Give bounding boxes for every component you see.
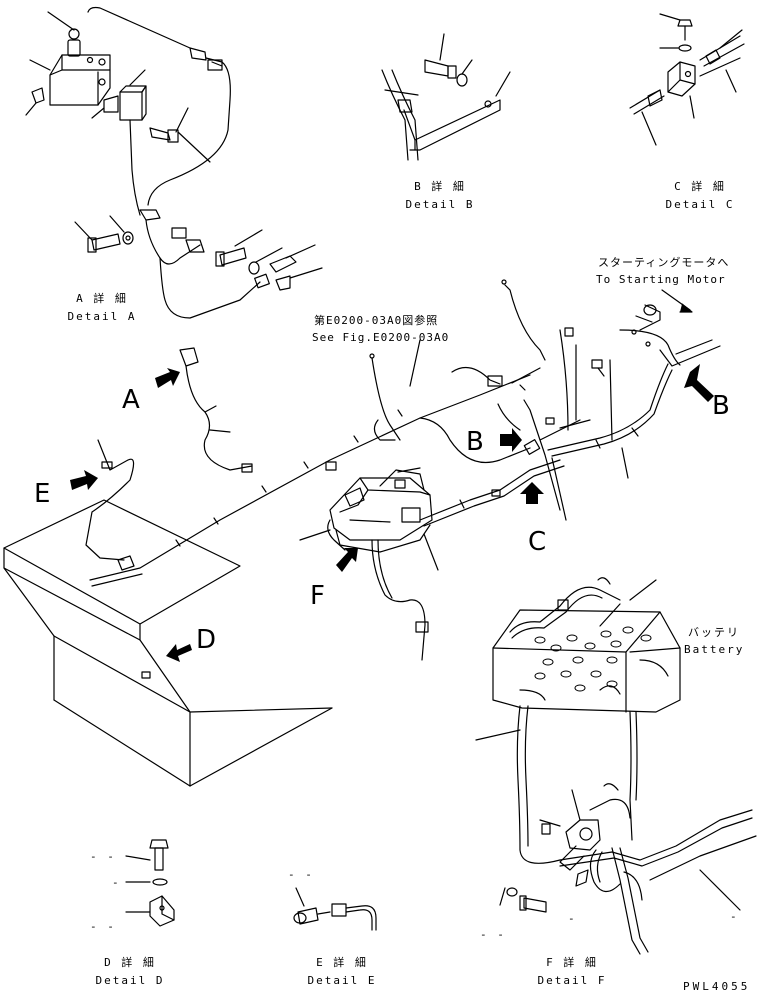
see-fig-label-en: See Fig.E0200-03A0 <box>312 331 450 344</box>
detail-e-label-jp: E 詳 細 <box>316 956 368 969</box>
detail-d-label-jp: D 詳 細 <box>104 956 156 969</box>
view-letter-d: D <box>196 625 217 655</box>
connectors <box>325 279 651 497</box>
dash-mark-f2: - <box>568 912 577 925</box>
view-arrow-d <box>166 644 192 662</box>
view-arrow-c <box>520 482 544 504</box>
main-harness <box>85 284 721 661</box>
battery-label-jp: バッテリ <box>688 626 740 639</box>
detail-d-drawing <box>125 839 175 927</box>
dash-mark-f3: - <box>730 910 739 923</box>
detail-b-drawing <box>381 33 511 161</box>
view-arrows <box>70 364 714 662</box>
detail-a-label-jp: A 詳 細 <box>76 292 128 305</box>
detail-a-drawing <box>25 6 323 319</box>
dash-mark-f1: - - <box>480 928 506 941</box>
view-arrow-b <box>500 428 522 452</box>
view-letter-f: F <box>310 581 325 611</box>
dash-mark-d2: - <box>112 876 121 889</box>
drawing-number: PWL4055 <box>683 980 751 993</box>
view-arrow-f <box>336 548 358 572</box>
leader-lines <box>209 289 713 571</box>
detail-f-label-en: Detail F <box>537 974 607 987</box>
see-fig-label-jp: 第E0200-03A0図参照 <box>314 314 439 327</box>
view-letter-c: C <box>528 527 547 557</box>
view-arrow-e <box>70 470 98 490</box>
starting-motor-label-jp: スターティングモータへ <box>598 256 730 269</box>
view-letter-e: E <box>34 479 51 509</box>
detail-e-drawing <box>293 887 377 931</box>
detail-f-label-jp: F 詳 細 <box>546 956 598 969</box>
detail-c-label-en: Detail C <box>665 198 735 211</box>
dash-mark-d1: - - <box>90 850 116 863</box>
detail-d-label-en: Detail D <box>95 974 165 987</box>
battery-detail <box>475 577 757 955</box>
dash-mark-d3: - - <box>90 920 116 933</box>
battery-label-en: Battery <box>684 643 745 656</box>
view-letter-b-detail: B <box>712 391 730 421</box>
dash-mark-e1: - - <box>288 868 314 881</box>
cab-body <box>3 499 333 787</box>
detail-c-drawing <box>629 13 745 146</box>
view-arrow-a <box>155 368 180 388</box>
detail-e-label-en: Detail E <box>307 974 377 987</box>
detail-a-label-en: Detail A <box>67 310 137 323</box>
view-arrow-b-detail <box>684 364 714 402</box>
view-letter-b: B <box>466 427 484 457</box>
detail-b-label-jp: B 詳 細 <box>414 180 466 193</box>
detail-b-label-en: Detail B <box>405 198 475 211</box>
detail-c-label-jp: C 詳 細 <box>674 180 726 193</box>
view-letter-a: A <box>122 385 140 415</box>
starting-motor-label-en: To Starting Motor <box>596 273 726 286</box>
